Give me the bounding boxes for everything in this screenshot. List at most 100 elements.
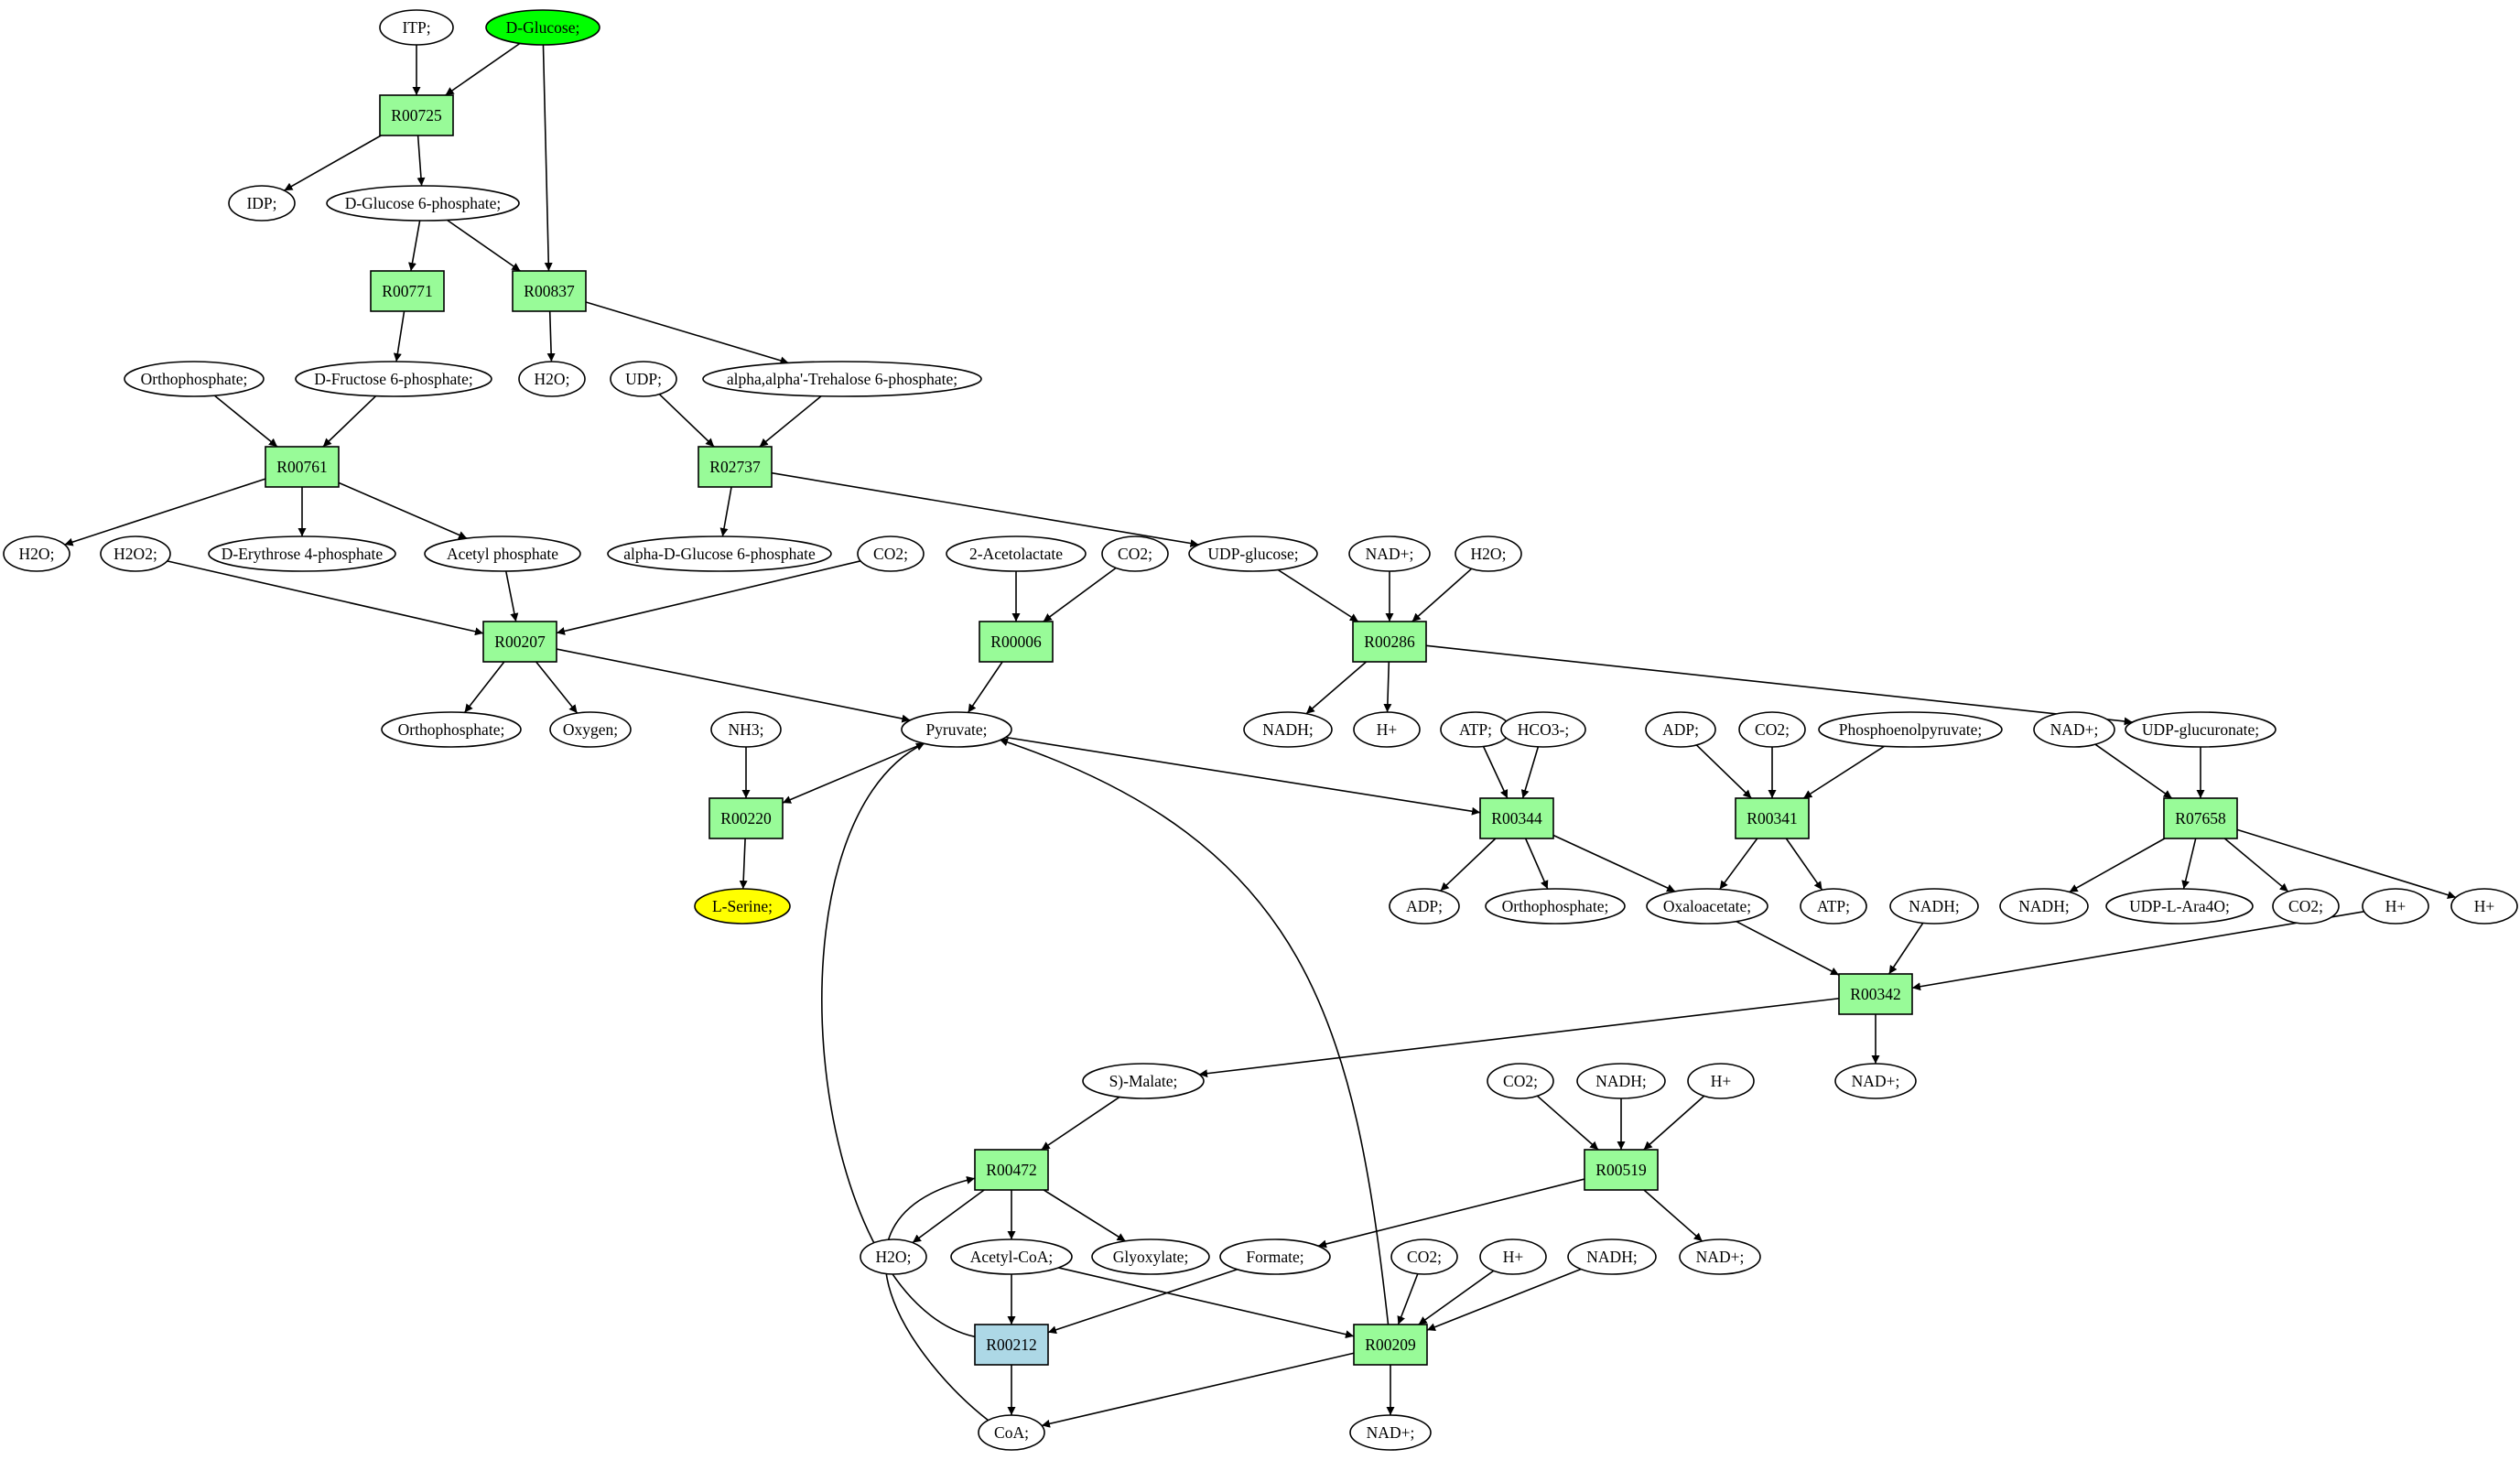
compound-ellipse — [1389, 888, 1460, 925]
edge-r00286-to-udpglucuronate — [1425, 644, 2133, 726]
compound-ellipse — [860, 1238, 927, 1275]
compound-label: H2O; — [876, 1248, 912, 1266]
compound-label: D-Fructose 6-phosphate; — [314, 370, 473, 388]
compound-ellipse — [1576, 1063, 1666, 1099]
compound-label: NAD+; — [1367, 1423, 1415, 1442]
compound-label: Oxygen; — [563, 720, 618, 739]
reaction-label: R00837 — [524, 282, 575, 300]
compound-label: H2O; — [535, 370, 570, 388]
edge-dglucose-to-r00837 — [542, 44, 553, 272]
compound-ellipse — [1645, 711, 1716, 748]
reaction-box — [1353, 1324, 1428, 1366]
compound-node-nadp-2: NAD+; — [2033, 711, 2115, 748]
edge-nadp_2-to-r07658 — [2094, 743, 2173, 799]
compound-ellipse — [3, 535, 70, 572]
compound-node-coa: CoA; — [978, 1414, 1045, 1451]
compound-node-itp: ITP; — [379, 9, 454, 46]
compound-label: NAD+; — [1852, 1072, 1900, 1090]
edge-r07658-to-co2_4 — [2223, 838, 2289, 892]
compound-ellipse — [2362, 888, 2429, 925]
compound-node-formate: Formate; — [1219, 1238, 1331, 1275]
compound-node-atp-2: ATP; — [1800, 888, 1867, 925]
compound-label: D-Glucose; — [506, 18, 580, 37]
compound-ellipse — [424, 535, 581, 572]
compound-label: alpha,alpha'-Trehalose 6-phosphate; — [727, 370, 957, 388]
edge-r00837-to-h2o_2 — [546, 310, 556, 362]
edge-dglucose-to-r00725 — [445, 42, 521, 96]
edge-r00344-to-orthophosphate_3 — [1524, 838, 1549, 890]
reaction-box — [979, 621, 1054, 663]
compound-label: CoA; — [994, 1423, 1029, 1442]
compound-label: CO2; — [1407, 1248, 1442, 1266]
compound-label: H+ — [2474, 897, 2495, 915]
edge-g6p-to-r00837 — [446, 219, 521, 272]
reaction-label: R00344 — [1491, 809, 1542, 827]
edge-r00006-to-pyruvate — [967, 661, 1003, 713]
edge-r00209-to-pyruvate — [999, 738, 1390, 1325]
edge-smalate-to-r00472 — [1041, 1096, 1120, 1151]
compound-label: H+ — [1711, 1072, 1732, 1090]
reaction-node-r00344: R00344 — [1479, 797, 1554, 839]
compound-label: ITP; — [402, 18, 430, 37]
edge-adp_1-to-r00341 — [1695, 744, 1752, 799]
reaction-label: R00519 — [1595, 1161, 1647, 1179]
compound-ellipse — [1219, 1238, 1331, 1275]
compound-ellipse — [549, 711, 632, 748]
compound-node-udpglucose: UDP-glucose; — [1188, 535, 1318, 572]
compound-ellipse — [381, 711, 522, 748]
compound-ellipse — [124, 361, 265, 397]
compound-label: Orthophosphate; — [1502, 897, 1609, 915]
compound-label: H2O2; — [114, 545, 157, 563]
compound-node-nadh-2: NADH; — [1889, 888, 1979, 925]
compound-node-co2-1: CO2; — [857, 535, 925, 572]
edge-nadh_2-to-r00342 — [1888, 922, 1924, 975]
reaction-label: R00472 — [986, 1161, 1036, 1179]
compound-node-nadp-3: NAD+; — [1834, 1063, 1917, 1099]
compound-node-nadh-4: NADH; — [1576, 1063, 1666, 1099]
reaction-box — [708, 797, 784, 839]
compound-label: H2O; — [19, 545, 55, 563]
edge-co2_5-to-r00519 — [1536, 1095, 1599, 1151]
compound-label: IDP; — [246, 194, 276, 212]
compound-label: CO2; — [1503, 1072, 1538, 1090]
compound-label: CO2; — [1118, 545, 1152, 563]
compound-label: NAD+; — [2050, 720, 2099, 739]
compound-node-f6p: D-Fructose 6-phosphate; — [295, 361, 492, 397]
compound-label: alpha-D-Glucose 6-phosphate — [623, 545, 816, 563]
reaction-label: R00212 — [986, 1336, 1036, 1354]
compound-node-glyoxylate: Glyoxylate; — [1091, 1238, 1210, 1275]
compound-ellipse — [1101, 535, 1169, 572]
edge-r00341-to-atp_2 — [1785, 838, 1823, 891]
compound-ellipse — [208, 535, 396, 572]
compound-ellipse — [1349, 1414, 1432, 1451]
compound-ellipse — [326, 185, 520, 222]
compound-ellipse — [2450, 888, 2518, 925]
compound-node-udplara4o: UDP-L-Ara4O; — [2105, 888, 2254, 925]
compound-ellipse — [1487, 1063, 1554, 1099]
reaction-box — [265, 446, 340, 488]
edge-r07658-to-nadh_3 — [2069, 838, 2166, 893]
reaction-label: R00220 — [720, 809, 772, 827]
compound-label: H+ — [1503, 1248, 1524, 1266]
compound-label: ADP; — [1662, 720, 1699, 739]
edge-pep-to-r00341 — [1802, 745, 1886, 799]
compound-label: NAD+; — [1366, 545, 1414, 563]
reaction-label: R00207 — [494, 633, 546, 651]
edge-r00207-to-orthophosphate_2 — [463, 661, 505, 713]
reaction-node-r00771: R00771 — [370, 270, 445, 312]
compound-ellipse — [295, 361, 492, 397]
edge-co2_2-to-r00006 — [1043, 567, 1117, 622]
edge-acetylphosphate-to-r00207 — [504, 570, 519, 622]
reaction-box — [974, 1149, 1049, 1191]
compound-label: NADH; — [1586, 1248, 1637, 1266]
compound-ellipse — [1479, 1238, 1547, 1275]
compound-node-trehalose6p: alpha,alpha'-Trehalose 6-phosphate; — [702, 361, 982, 397]
compound-label: Acetyl phosphate — [447, 545, 558, 563]
compound-node-co2-6: CO2; — [1390, 1238, 1458, 1275]
compound-node-co2-4: CO2; — [2272, 888, 2340, 925]
compound-ellipse — [694, 888, 791, 925]
edge-f6p-to-r00761 — [322, 395, 377, 448]
compound-label: Pyruvate; — [925, 720, 987, 739]
reaction-node-r00006: R00006 — [979, 621, 1054, 663]
compound-ellipse — [1999, 888, 2089, 925]
